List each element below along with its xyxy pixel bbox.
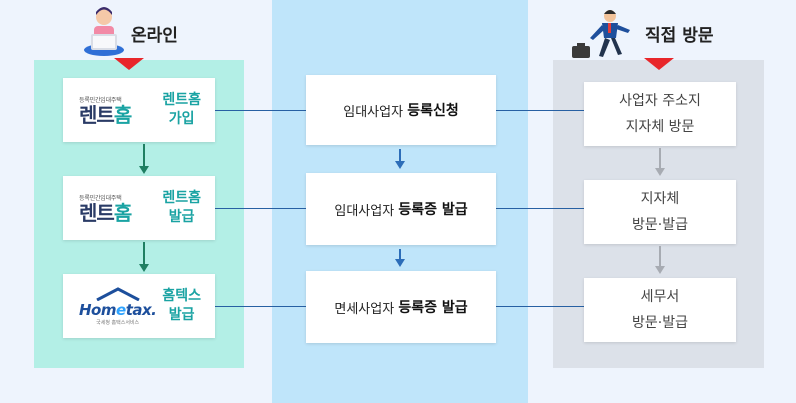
- online-header-label: 온라인: [131, 26, 178, 46]
- process-step-prefix: 면세사업자: [334, 301, 395, 317]
- visit-card-tax-office-issue[interactable]: 세무서 방문·발급: [584, 278, 736, 342]
- process-step-prefix: 임대사업자: [343, 104, 404, 120]
- hometax-roof-icon: [95, 286, 140, 301]
- visit-card-local-gov[interactable]: 사업자 주소지 지자체 방문: [584, 82, 736, 146]
- process-step-emphasis: 등록증 발급: [398, 300, 468, 316]
- process-step-register-apply[interactable]: 임대사업자 등록신청: [306, 75, 496, 145]
- hometax-logo-caption: 국세청 홈택스서비스: [96, 319, 140, 326]
- connector-line-2-right: [496, 208, 584, 209]
- renthome-logo-wordmark: 렌트홈: [79, 200, 132, 225]
- renthome-logo-wordmark: 렌트홈: [79, 102, 132, 127]
- visit-card-local-gov-issue[interactable]: 지자체 방문·발급: [584, 180, 736, 244]
- visit-card-line1: 사업자 주소지: [619, 93, 701, 109]
- visit-card-line1: 세무서: [640, 289, 680, 305]
- process-arrow-1-head: [395, 161, 405, 169]
- online-card-title: 렌트홈: [162, 190, 201, 206]
- online-card-renthome-join[interactable]: 등록민간임대주택 렌트홈 렌트홈 가입: [63, 78, 215, 142]
- process-step-prefix: 임대사업자: [334, 203, 395, 219]
- visit-card-line2: 지자체 방문: [625, 119, 695, 135]
- online-card-renthome-issue[interactable]: 등록민간임대주택 렌트홈 렌트홈 발급: [63, 176, 215, 240]
- visit-arrow-2-head: [655, 266, 665, 274]
- connector-line-1-left: [215, 110, 306, 111]
- online-arrow-1-head: [139, 166, 149, 174]
- online-card-title: 홈텍스: [162, 288, 201, 304]
- connector-line-3-left: [215, 306, 306, 307]
- connector-line-3-right: [496, 306, 584, 307]
- process-arrow-2-line: [399, 249, 401, 261]
- connector-line-1-right: [496, 110, 584, 111]
- visit-header-label: 직접 방문: [645, 26, 714, 46]
- process-step-emphasis: 등록증 발급: [398, 202, 468, 218]
- online-card-text: 렌트홈 발급: [162, 189, 201, 227]
- visit-pointer-triangle: [644, 58, 674, 70]
- online-pointer-triangle: [114, 58, 144, 70]
- hometax-wordmark: Hometax.: [79, 300, 157, 319]
- renthome-logo-caption: 등록민간임대주택: [79, 96, 122, 104]
- online-card-action: 발급: [168, 307, 195, 323]
- process-arrow-2-head: [395, 259, 405, 267]
- process-arrow-1-line: [399, 149, 401, 163]
- visit-arrow-1-line: [659, 148, 661, 170]
- online-arrow-2-line: [143, 242, 145, 266]
- online-card-action: 발급: [168, 209, 195, 225]
- online-card-text: 렌트홈 가입: [162, 91, 201, 129]
- renthome-logo: 등록민간임대주택 렌트홈: [79, 193, 132, 225]
- online-card-title: 렌트홈: [162, 92, 201, 108]
- online-card-action: 가입: [168, 111, 195, 127]
- visit-card-line2: 방문·발급: [632, 315, 688, 331]
- visit-arrow-1-head: [655, 168, 665, 176]
- process-step-certificate-issue[interactable]: 임대사업자 등록증 발급: [306, 173, 496, 245]
- online-arrow-1-line: [143, 144, 145, 168]
- online-arrow-2-head: [139, 264, 149, 272]
- renthome-logo-caption: 등록민간임대주택: [79, 194, 122, 202]
- visit-card-line2: 방문·발급: [632, 217, 688, 233]
- process-step-taxfree-certificate-issue[interactable]: 면세사업자 등록증 발급: [306, 271, 496, 343]
- online-card-text: 홈텍스 발급: [162, 287, 201, 325]
- laptop-user-icon: [82, 4, 126, 60]
- connector-line-2-left: [215, 208, 306, 209]
- visit-arrow-2-line: [659, 246, 661, 268]
- process-step-emphasis: 등록신청: [407, 103, 459, 119]
- renthome-logo: 등록민간임대주택 렌트홈: [79, 95, 132, 127]
- hometax-logo: Hometax. 국세청 홈택스서비스: [79, 286, 157, 326]
- online-card-hometax-issue[interactable]: Hometax. 국세청 홈택스서비스 홈텍스 발급: [63, 274, 215, 338]
- visit-card-line1: 지자체: [640, 191, 680, 207]
- walking-businessman-icon: [566, 8, 636, 64]
